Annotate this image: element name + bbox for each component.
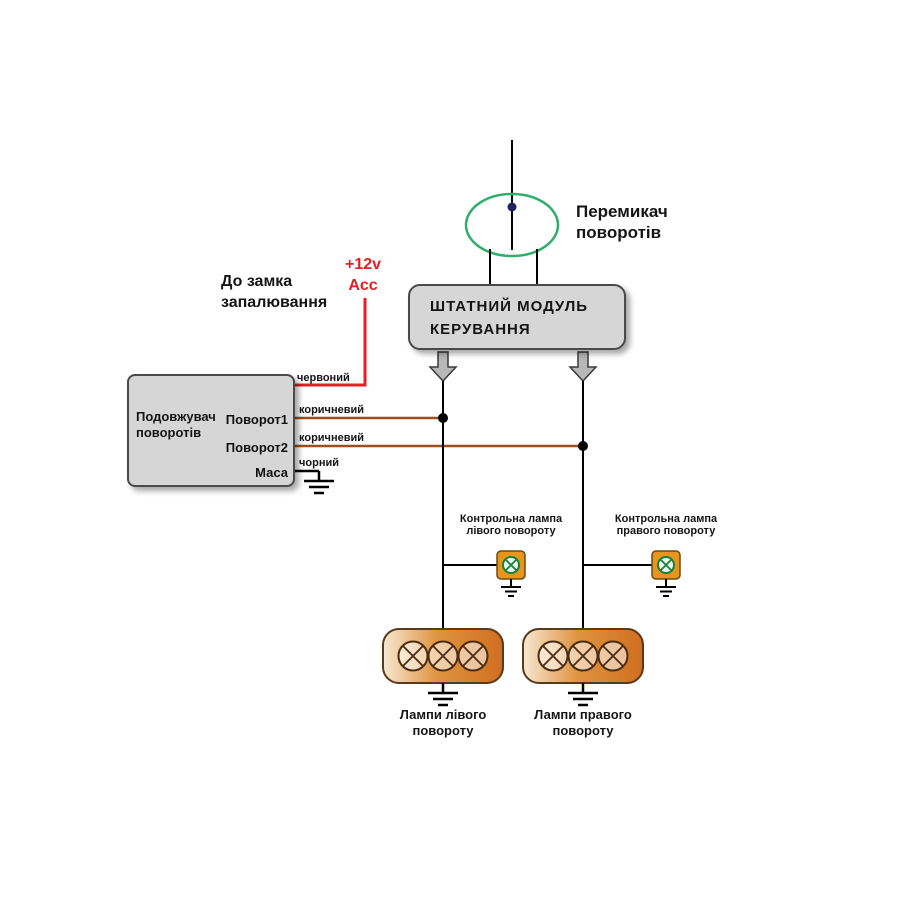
wire-label-black: чорний <box>299 457 339 469</box>
control-module-label-line2: КЕРУВАННЯ <box>430 320 531 338</box>
extender-pin-turn1: Поворот1 <box>225 412 288 427</box>
wire-label-red: червоний <box>297 372 350 384</box>
power-label: +12v Acc <box>338 255 388 297</box>
indicator-right-label-line2: правого повороту <box>616 525 716 538</box>
extender-name-line2: поворотів <box>136 424 202 440</box>
indicator-lamp-right-icon <box>651 550 681 580</box>
indicator-right-label-line1: Контрольна лампа <box>614 513 718 525</box>
wire-label-brown2: коричневий <box>299 432 364 444</box>
indicator-left-label: Контрольна лампа лівого повороту <box>450 513 572 537</box>
switch-label: Перемикач поворотів <box>576 201 668 244</box>
extender-name-line1: Подовжувач <box>136 409 216 424</box>
extender-name-label: Подовжувач поворотів <box>136 409 216 440</box>
junction-dot-right <box>578 441 588 451</box>
control-module-label-line1: ШТАТНИЙ МОДУЛЬ <box>430 298 589 315</box>
lamp-cluster-right <box>522 628 644 684</box>
power-label-line1: +12v <box>344 256 382 273</box>
extender-pin-ground: Маса <box>255 465 288 480</box>
indicator-left-label-line2: лівого повороту <box>466 525 556 538</box>
lamp-cluster-left <box>382 628 504 684</box>
ground-symbol-extender <box>304 471 334 495</box>
lamps-right-label-line1: Лампи правого <box>534 707 632 722</box>
ignition-label-line1: До замка <box>221 273 293 290</box>
wire-label-brown1: коричневий <box>299 404 364 416</box>
lamps-left-label: Лампи лівого повороту <box>383 707 503 738</box>
junction-dot-left <box>438 413 448 423</box>
indicator-right-label: Контрольна лампа правого повороту <box>605 513 727 537</box>
ignition-label: До замка запалювання <box>221 272 327 314</box>
control-module-box: ШТАТНИЙ МОДУЛЬ КЕРУВАННЯ <box>408 284 626 350</box>
extender-box: Подовжувач поворотів Поворот1 Поворот2 М… <box>127 374 295 487</box>
switch-label-line1: Перемикач <box>576 202 668 221</box>
extender-pin-turn2: Поворот2 <box>225 440 288 455</box>
ground-symbol-lamps-right <box>568 683 598 707</box>
module-output-arrow-right <box>568 351 598 383</box>
switch-label-line2: поворотів <box>576 223 662 243</box>
lamps-right-label: Лампи правого повороту <box>523 707 643 738</box>
switch-pivot-dot <box>507 202 517 212</box>
lamps-left-label-line1: Лампи лівого <box>399 707 487 722</box>
power-label-line2: Acc <box>348 276 378 294</box>
ground-symbol-indicator-left <box>501 579 521 597</box>
red-power-wire <box>293 298 367 387</box>
indicator-lamp-left-icon <box>496 550 526 580</box>
lamps-left-label-line2: повороту <box>412 722 474 738</box>
module-output-arrow-left <box>428 351 458 383</box>
indicator-left-label-line1: Контрольна лампа <box>459 513 563 525</box>
turn-switch-symbol <box>464 192 560 258</box>
control-module-label: ШТАТНИЙ МОДУЛЬ КЕРУВАННЯ <box>410 286 624 341</box>
ignition-label-line2: запалювання <box>221 293 328 311</box>
ground-symbol-indicator-right <box>656 579 676 597</box>
ground-symbol-lamps-left <box>428 683 458 707</box>
lamps-right-label-line2: повороту <box>552 722 614 738</box>
